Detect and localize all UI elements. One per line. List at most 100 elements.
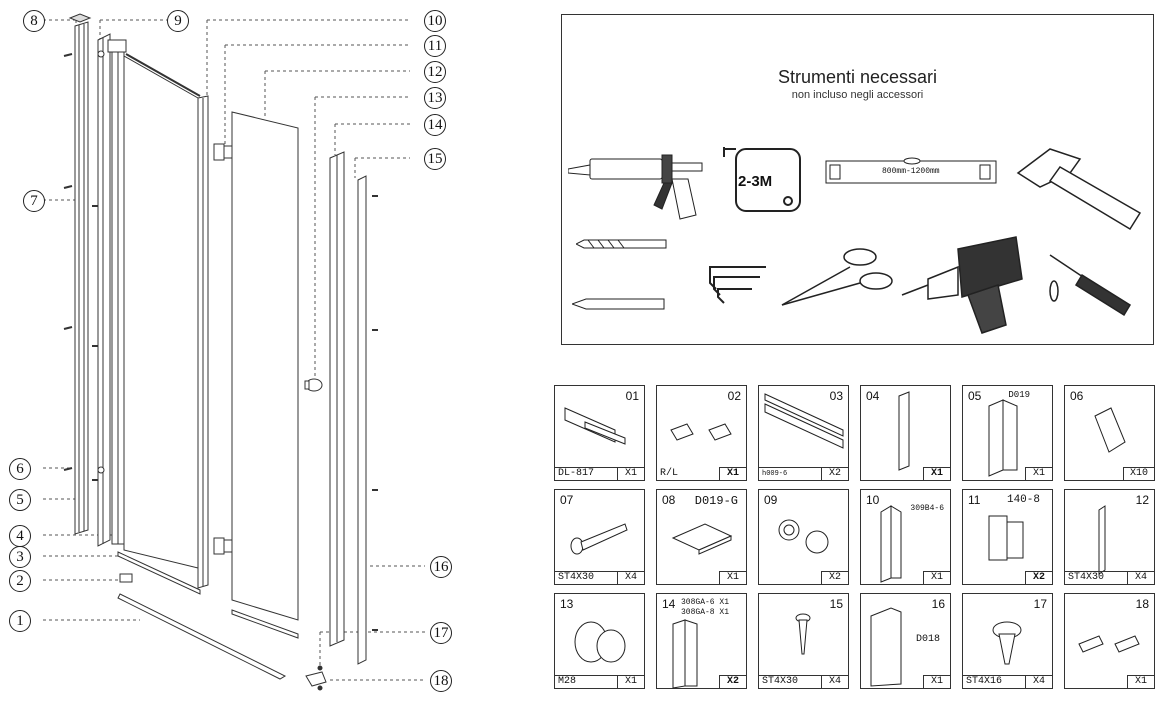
callout-9: 9 xyxy=(167,10,189,32)
countersunk-screw-icon xyxy=(992,621,1022,665)
callout-14: 14 xyxy=(424,114,446,136)
part-12-number: 12 xyxy=(1135,493,1149,507)
part-16-code: D018 xyxy=(915,634,940,645)
track-profile-icon xyxy=(564,407,626,445)
flat-strip-icon xyxy=(898,391,910,471)
part-10-cell: 10 309B4-6 X1 xyxy=(860,489,951,585)
part-01-number: 01 xyxy=(625,389,639,403)
part-07-label: ST4X30 xyxy=(558,572,595,583)
clip-pair-icon xyxy=(670,423,732,441)
drill-bit-icon xyxy=(576,239,667,249)
part-12-label: ST4X30 xyxy=(1068,572,1105,583)
part-04-cell: 04 X1 xyxy=(860,385,951,481)
bottom-guide-pair-icon xyxy=(1078,635,1140,653)
part-11-number: 11 xyxy=(968,493,981,507)
tape-measure-label: 2-3M xyxy=(738,173,773,190)
part-07-qty: X4 xyxy=(617,572,644,584)
tools-subtitle: non incluso negli accessori xyxy=(791,89,924,101)
part-10-number: 10 xyxy=(866,493,880,507)
part-06-qty: X10 xyxy=(1123,467,1154,480)
part-14-qty: X2 xyxy=(719,675,746,688)
callout-8: 8 xyxy=(23,10,45,32)
scissors-icon xyxy=(781,248,893,306)
end-cap-icon xyxy=(671,523,733,555)
callout-5: 5 xyxy=(9,489,31,511)
part-15-number: 15 xyxy=(829,597,843,611)
parts-grid: 01 DL-817 X1 02 R/L X1 03 h009-6 X2 04 X… xyxy=(554,385,1158,703)
seal-strip-thin-icon xyxy=(1098,505,1106,575)
screwdriver-icon xyxy=(1049,254,1132,317)
part-04-qty: X1 xyxy=(923,467,950,480)
tape-measure-icon xyxy=(723,147,801,212)
part-05-qty: X1 xyxy=(1025,467,1052,480)
callout-15: 15 xyxy=(424,148,446,170)
pencil-icon xyxy=(572,298,665,310)
callout-1: 1 xyxy=(9,610,31,632)
part-03-number: 03 xyxy=(829,389,843,403)
part-15-qty: X4 xyxy=(821,676,848,688)
callout-13: 13 xyxy=(424,87,446,109)
power-drill-icon xyxy=(901,236,1023,334)
callout-16: 16 xyxy=(430,556,452,578)
part-01-cell: 01 DL-817 X1 xyxy=(554,385,645,481)
callout-18: 18 xyxy=(430,670,452,692)
part-05-code: D019 xyxy=(1008,390,1030,400)
part-07-number: 07 xyxy=(560,493,574,507)
u-profile-icon xyxy=(988,399,1018,477)
cover-caps-icon xyxy=(778,519,829,554)
part-14-note-2: 308GA-8 X1 xyxy=(681,608,730,617)
part-17-cell: 17 ST4X16 X4 xyxy=(962,593,1053,689)
callout-11: 11 xyxy=(424,35,446,57)
part-03-qty: X2 xyxy=(821,468,848,480)
screw-icon xyxy=(570,523,628,555)
part-02-number: 02 xyxy=(727,389,741,403)
callout-3: 3 xyxy=(9,546,31,568)
part-14-number: 14 xyxy=(662,597,676,611)
part-01-qty: X1 xyxy=(617,468,644,480)
wall-plug-icon xyxy=(1094,407,1126,453)
part-09-cell: 09 X2 xyxy=(758,489,849,585)
tools-required-panel: Strumenti necessari non incluso negli ac… xyxy=(561,14,1154,345)
callout-2: 2 xyxy=(9,570,31,592)
part-13-cell: 13 M28 X1 xyxy=(554,593,645,689)
part-02-cell: 02 R/L X1 xyxy=(656,385,747,481)
part-15-label: ST4X30 xyxy=(762,676,799,687)
part-05-cell: 05 D019 X1 xyxy=(962,385,1053,481)
part-13-label: M28 xyxy=(558,676,577,687)
part-07-cell: 07 ST4X30 X4 xyxy=(554,489,645,585)
part-11-qty: X2 xyxy=(1025,571,1052,584)
seal-strip-icon xyxy=(764,393,844,449)
part-09-qty: X2 xyxy=(821,571,848,584)
part-11-code: 140-8 xyxy=(1006,494,1040,506)
callout-10: 10 xyxy=(424,10,446,32)
spirit-level-icon xyxy=(825,157,997,184)
hinge-icon xyxy=(988,515,1024,561)
tools-title: Strumenti necessari xyxy=(777,67,938,87)
part-02-qty: X1 xyxy=(719,467,746,480)
part-18-number: 18 xyxy=(1135,597,1149,611)
part-16-qty: X1 xyxy=(923,675,950,688)
part-08-qty: X1 xyxy=(719,571,746,584)
part-15-cell: 15 ST4X30 X4 xyxy=(758,593,849,689)
part-04-number: 04 xyxy=(866,389,880,403)
part-14-note-1: 308GA-6 X1 xyxy=(681,598,730,607)
part-03-label: h009-6 xyxy=(762,470,788,478)
callout-12: 12 xyxy=(424,61,446,83)
part-16-number: 16 xyxy=(931,597,945,611)
part-03-cell: 03 h009-6 X2 xyxy=(758,385,849,481)
callout-4: 4 xyxy=(9,525,31,547)
part-13-qty: X1 xyxy=(617,676,644,688)
callout-6: 6 xyxy=(9,458,31,480)
part-06-cell: 06 X10 xyxy=(1064,385,1155,481)
c-profile-icon xyxy=(870,607,902,687)
part-12-cell: 12 ST4X30 X4 xyxy=(1064,489,1155,585)
hammer-icon xyxy=(1016,148,1142,231)
part-12-qty: X4 xyxy=(1127,572,1154,584)
part-18-cell: 18 X1 xyxy=(1064,593,1155,689)
part-14-cell: 14 308GA-6 X1 308GA-8 X1 X2 xyxy=(656,593,747,689)
part-01-label: DL-817 xyxy=(558,468,595,479)
caulking-gun-icon xyxy=(568,154,703,220)
part-17-qty: X4 xyxy=(1025,676,1052,688)
part-16-cell: 16 D018 X1 xyxy=(860,593,951,689)
small-screw-icon xyxy=(795,613,811,655)
